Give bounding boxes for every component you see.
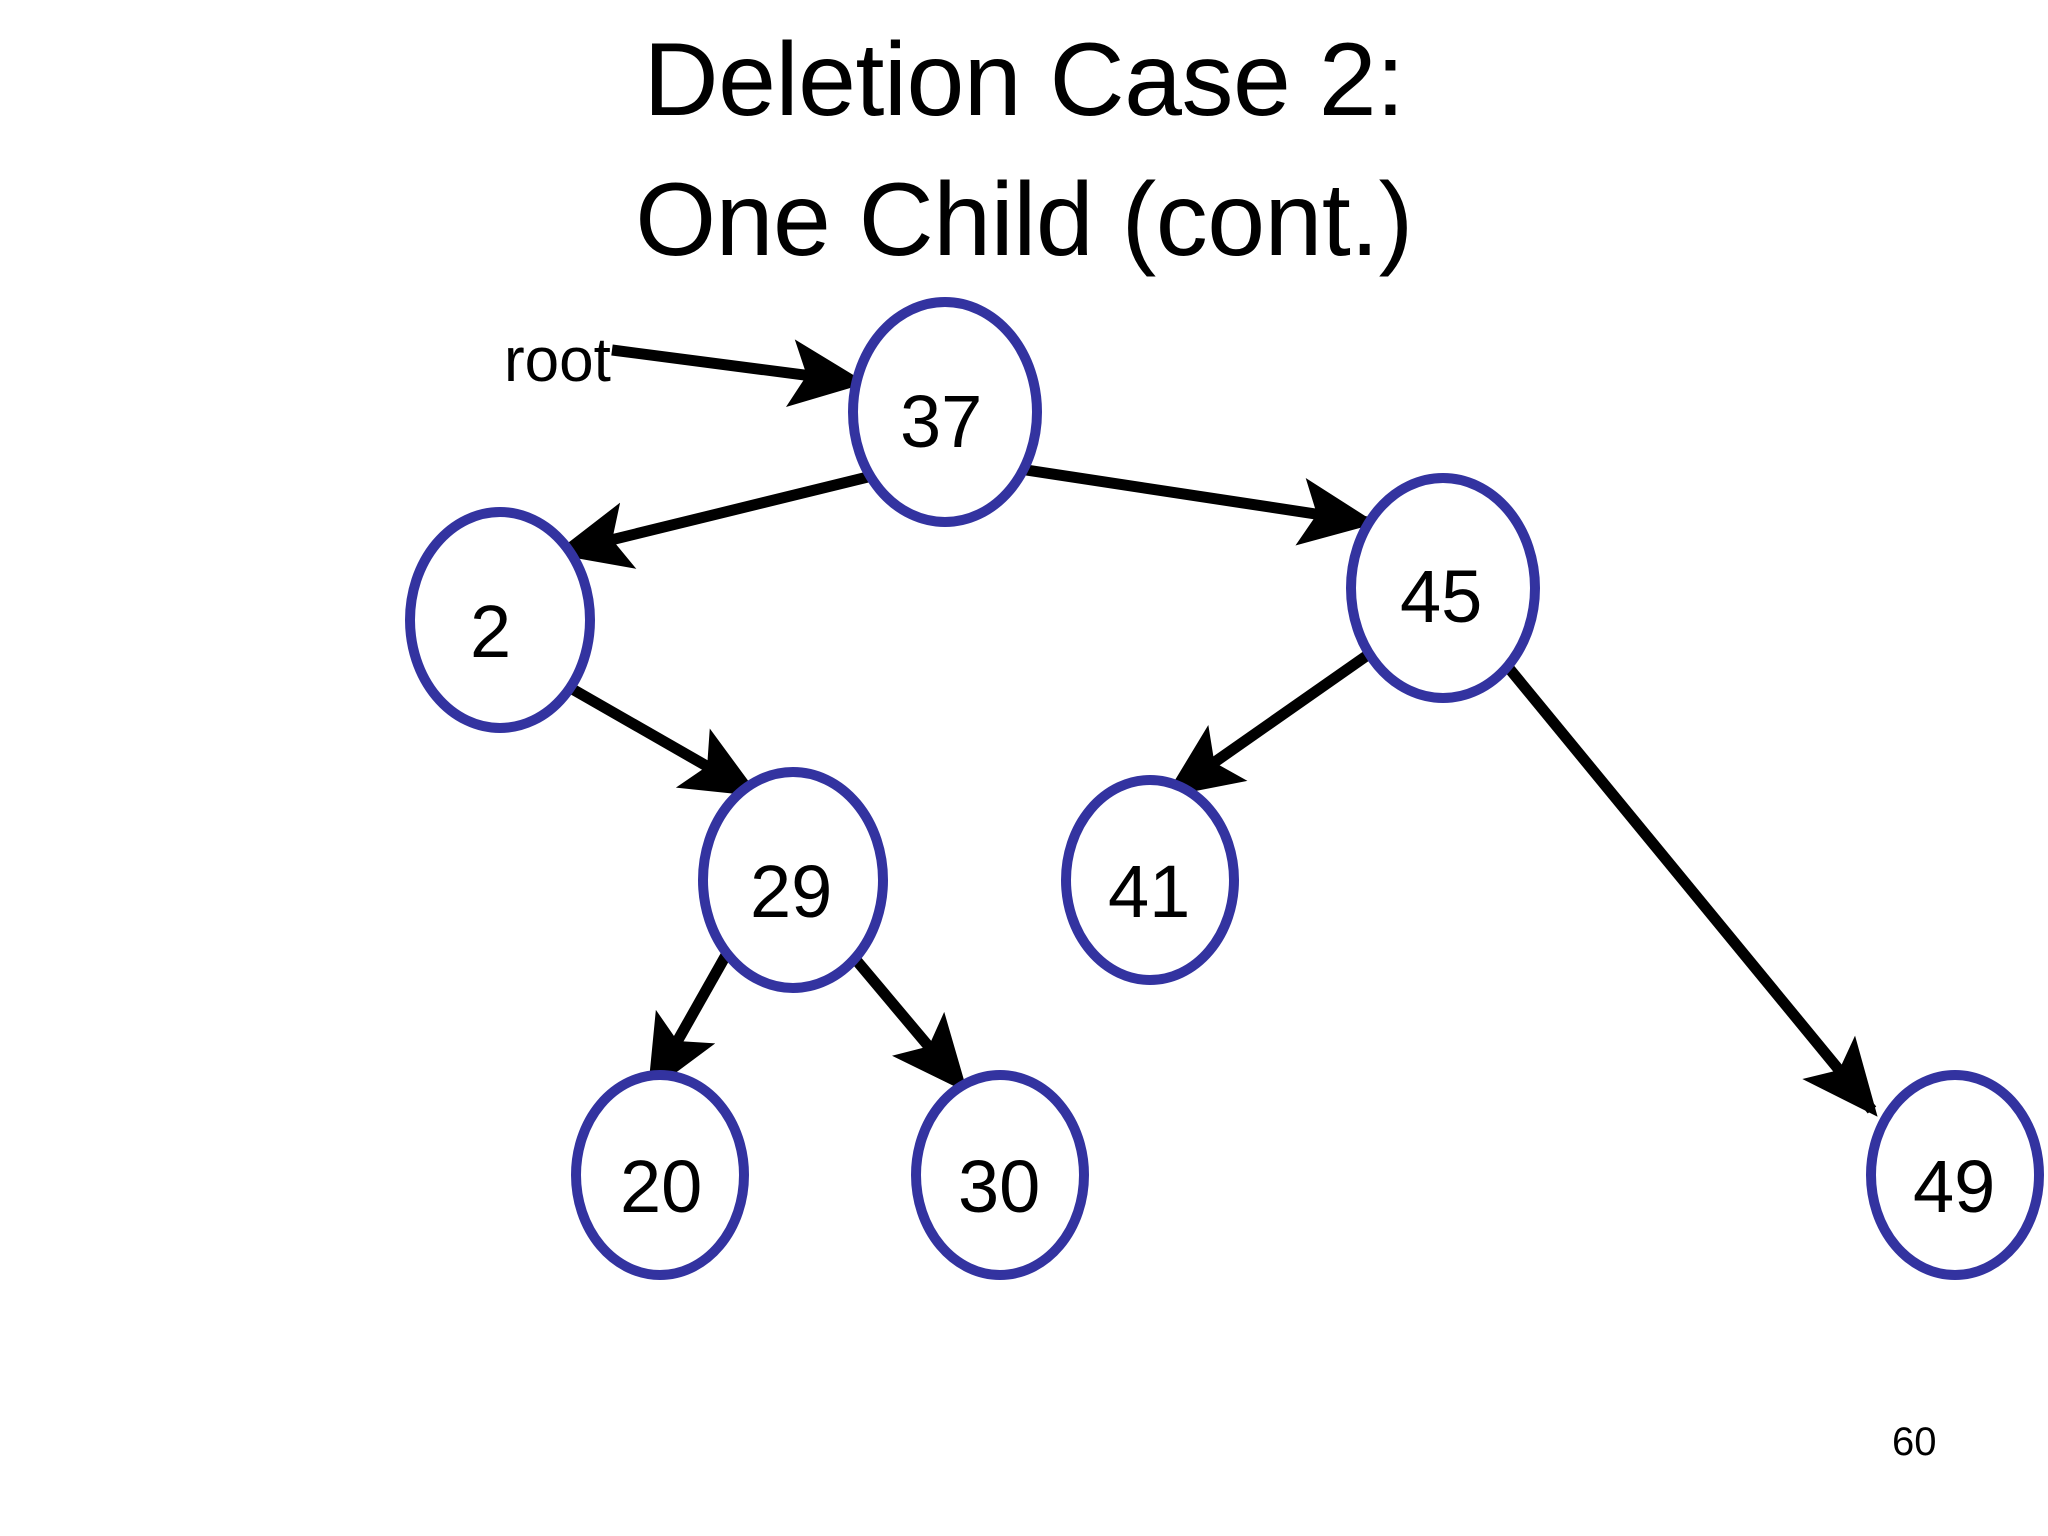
tree-edge-n29-to-n20 (647, 945, 735, 1094)
tree-node-circle-37[interactable] (848, 297, 1042, 527)
tree-edge-n2-to-n29 (557, 677, 760, 797)
tree-edge-n45-to-n49 (1489, 646, 1878, 1117)
tree-node-circle-30[interactable] (911, 1070, 1089, 1280)
page-title-line-1: Deletion Case 2: (643, 22, 1405, 138)
tree-edges-layer (553, 339, 1878, 1117)
tree-edge-n37-to-n2 (553, 469, 878, 569)
page-number: 60 (1892, 1420, 1937, 1464)
tree-node-circle-29[interactable] (698, 767, 888, 993)
page-title: Deletion Case 2: One Child (cont.) (0, 10, 2048, 290)
tree-node-circle-41[interactable] (1061, 775, 1239, 985)
tree-node-circle-2[interactable] (405, 507, 595, 733)
root-pointer-label: root (504, 326, 611, 395)
page-title-line-2: One Child (cont.) (635, 162, 1413, 278)
tree-edge-n37-to-n45 (1012, 462, 1377, 546)
tree-edge-root-to-n37 (611, 339, 867, 408)
tree-node-circle-45[interactable] (1346, 473, 1540, 703)
tree-node-circle-20[interactable] (571, 1070, 749, 1280)
tree-edge-n45-to-n41 (1164, 647, 1376, 798)
tree-node-circle-49[interactable] (1866, 1070, 2044, 1280)
tree-edge-n29-to-n30 (841, 944, 968, 1093)
tree-nodes-layer (405, 297, 2044, 1280)
